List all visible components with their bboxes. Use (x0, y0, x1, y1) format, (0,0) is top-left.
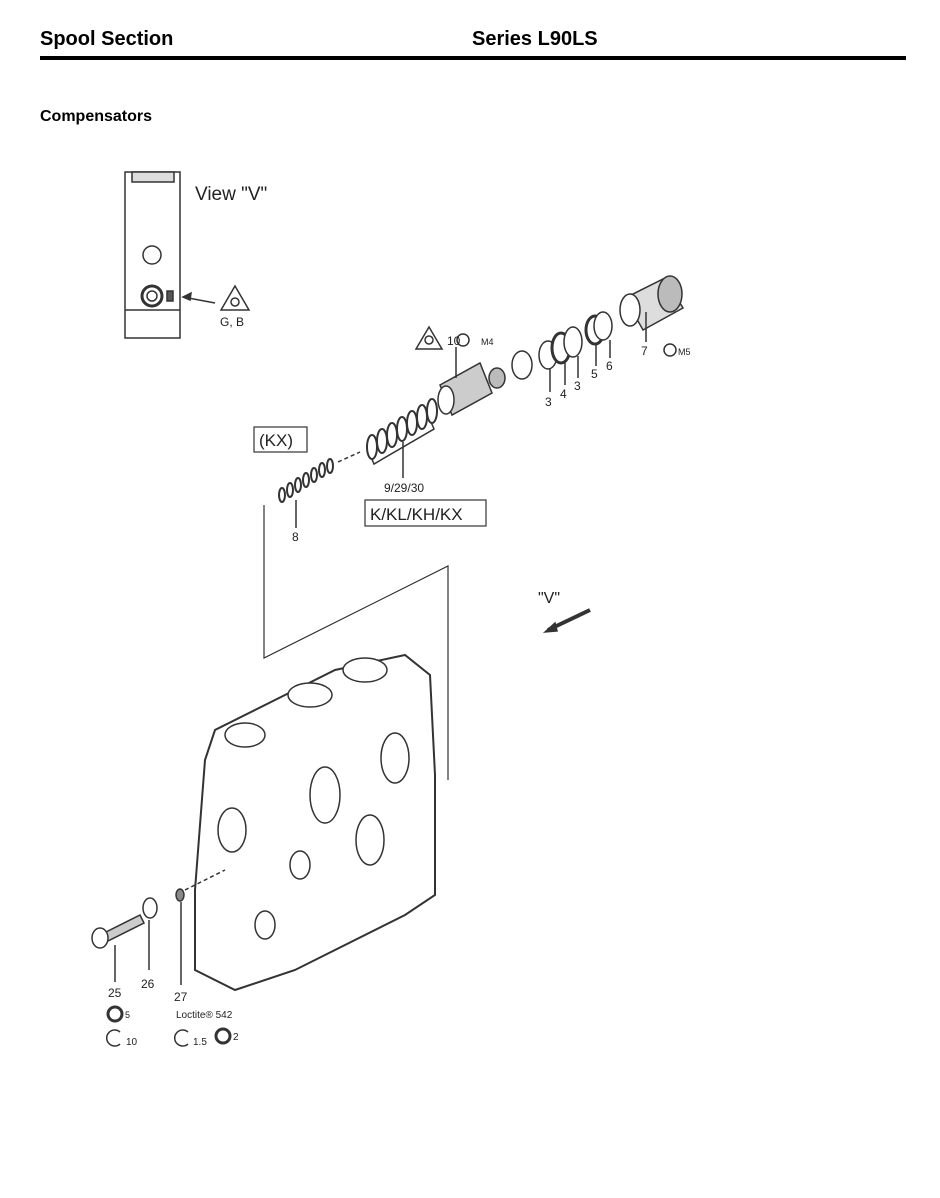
part-7-torque: M5 (678, 347, 691, 357)
gb-label: G, B (220, 315, 244, 329)
part-10-label: 10 (447, 334, 461, 348)
part-25-hex: 5 (125, 1010, 130, 1020)
part-5-label: 5 (591, 367, 598, 381)
variants-label: K/KL/KH/KX (370, 505, 463, 524)
part-27-label: 27 (174, 990, 188, 1004)
part-27-adhesive: Loctite® 542 (176, 1010, 233, 1021)
kx-box (253, 426, 308, 453)
part-3a-label: 3 (545, 395, 552, 409)
subsection-title: Compensators (40, 108, 153, 125)
part-10-torque: M4 (481, 337, 494, 347)
view-v-label: View "V" (195, 184, 267, 205)
part-labels: 10 M4 3 4 3 5 6 7 M5 9/29/30 8 25 26 27 … (108, 334, 691, 1048)
header-rule (40, 56, 906, 60)
view-arrow-label: "V" (538, 590, 560, 607)
part-9-label: 9/29/30 (384, 481, 424, 495)
compensator-parts (91, 275, 685, 1047)
section-title: Spool Section (40, 28, 174, 50)
part-4-label: 4 (560, 387, 567, 401)
part-26-label: 26 (141, 977, 155, 991)
view-v-block (124, 171, 251, 339)
part-6-label: 6 (606, 359, 613, 373)
variants-box (364, 499, 487, 527)
part-27-torque: 1.5 (193, 1037, 207, 1048)
part-8-label: 8 (292, 530, 299, 544)
part-3b-label: 3 (574, 379, 581, 393)
part-27-hex: 2 (233, 1032, 239, 1043)
part-25-torque: 10 (126, 1037, 138, 1048)
kx-label: (KX) (259, 431, 293, 450)
part-7-label: 7 (641, 344, 648, 358)
series-title: Series L90LS (472, 28, 598, 50)
part-25-label: 25 (108, 986, 122, 1000)
